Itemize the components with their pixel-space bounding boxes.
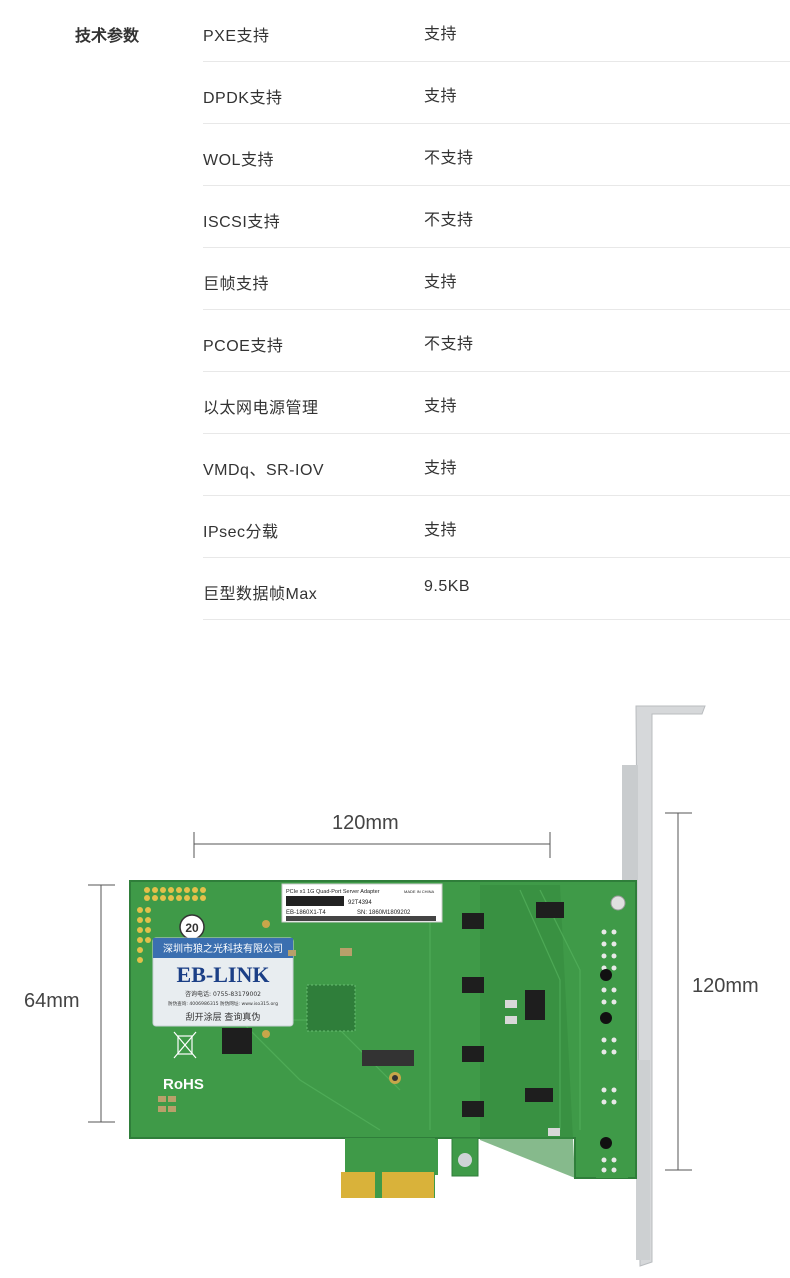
spec-name: 巨型数据帧Max [203, 586, 318, 603]
spec-row: IPsec分载 支持 [203, 496, 790, 558]
svg-text:92T4394: 92T4394 [348, 900, 372, 906]
rohs-mark: RoHS [163, 1076, 204, 1093]
spec-row: PCOE支持 不支持 [203, 310, 790, 372]
spec-row: WOL支持 不支持 [203, 124, 790, 186]
spec-table: PXE支持 支持 DPDK支持 支持 WOL支持 不支持 ISCSI支持 不支持… [203, 0, 790, 620]
spec-name: 巨帧支持 [203, 276, 270, 293]
controller-chip-small [222, 1028, 252, 1054]
svg-text:EB-LINK: EB-LINK [177, 962, 270, 987]
spec-value: 支持 [424, 26, 458, 43]
gold-fingers [341, 1172, 434, 1198]
spec-value: 支持 [424, 274, 458, 291]
network-card-image: 20 深圳市狼之光科技有限公司 EB-LINK 咨询电话: 0755-83179… [88, 705, 706, 1267]
height-dimension-line [88, 884, 115, 1123]
spec-row: DPDK支持 支持 [203, 62, 790, 124]
bracket-dimension-label: 120mm [692, 975, 759, 997]
svg-text:刮开涂层 查询真伪: 刮开涂层 查询真伪 [186, 1011, 261, 1023]
spec-value: 不支持 [424, 150, 474, 167]
svg-text:深圳市狼之光科技有限公司: 深圳市狼之光科技有限公司 [163, 942, 283, 955]
spec-row: PXE支持 支持 [203, 0, 790, 62]
spec-name: 以太网电源管理 [203, 400, 319, 417]
spec-row: 以太网电源管理 支持 [203, 372, 790, 434]
ic-area [306, 984, 356, 1032]
spec-value: 不支持 [424, 212, 474, 229]
weee-icon [173, 1031, 197, 1059]
spec-name: DPDK支持 [203, 90, 283, 107]
spec-row: VMDq、SR-IOV 支持 [203, 434, 790, 496]
product-sticker: PCIe x1 1G Quad-Port Server Adapter MADE… [281, 883, 443, 923]
bracket-dimension-line [665, 812, 692, 1171]
spec-value: 支持 [424, 88, 458, 105]
spec-name: WOL支持 [203, 152, 274, 169]
spec-name: IPsec分载 [203, 524, 279, 541]
spec-value: 9.5KB [424, 578, 471, 595]
ethernet-port-area [596, 920, 628, 1178]
spec-name: ISCSI支持 [203, 214, 281, 231]
svg-text:EB-1860X1-T4: EB-1860X1-T4 [286, 910, 326, 916]
spec-value: 不支持 [424, 336, 474, 353]
svg-text:咨询电话: 0755-83179002: 咨询电话: 0755-83179002 [185, 990, 261, 998]
width-dimension-line [193, 832, 551, 858]
spec-row: ISCSI支持 不支持 [203, 186, 790, 248]
spec-name: PXE支持 [203, 28, 270, 45]
brand-label: 深圳市狼之光科技有限公司 EB-LINK 咨询电话: 0755-83179002… [152, 937, 294, 1027]
svg-text:防伪查询: 4006986315 防伪网址: www.iso: 防伪查询: 4006986315 防伪网址: www.iso315.org [168, 1000, 278, 1007]
resistor-array [362, 1050, 414, 1066]
svg-text:SN: 1860M1809202: SN: 1860M1809202 [357, 910, 411, 916]
spec-value: 支持 [424, 460, 458, 477]
twenty-badge-text: 20 [185, 921, 199, 935]
svg-text:PCIe x1 1G Quad-Port Server Ad: PCIe x1 1G Quad-Port Server Adapter [286, 889, 380, 895]
spec-heading: 技术参数 [75, 28, 140, 45]
spec-row: 巨帧支持 支持 [203, 248, 790, 310]
bracket-screw [610, 895, 626, 911]
spec-name: PCOE支持 [203, 338, 284, 355]
spec-value: 支持 [424, 398, 458, 415]
width-dimension-label: 120mm [332, 812, 399, 834]
spec-value: 支持 [424, 522, 458, 539]
spec-name: VMDq、SR-IOV [203, 462, 325, 479]
pin-header [137, 887, 206, 963]
height-dimension-label: 64mm [24, 990, 80, 1012]
svg-text:MADE IN CHINA: MADE IN CHINA [404, 889, 435, 894]
spec-row: 巨型数据帧Max 9.5KB [203, 558, 790, 620]
